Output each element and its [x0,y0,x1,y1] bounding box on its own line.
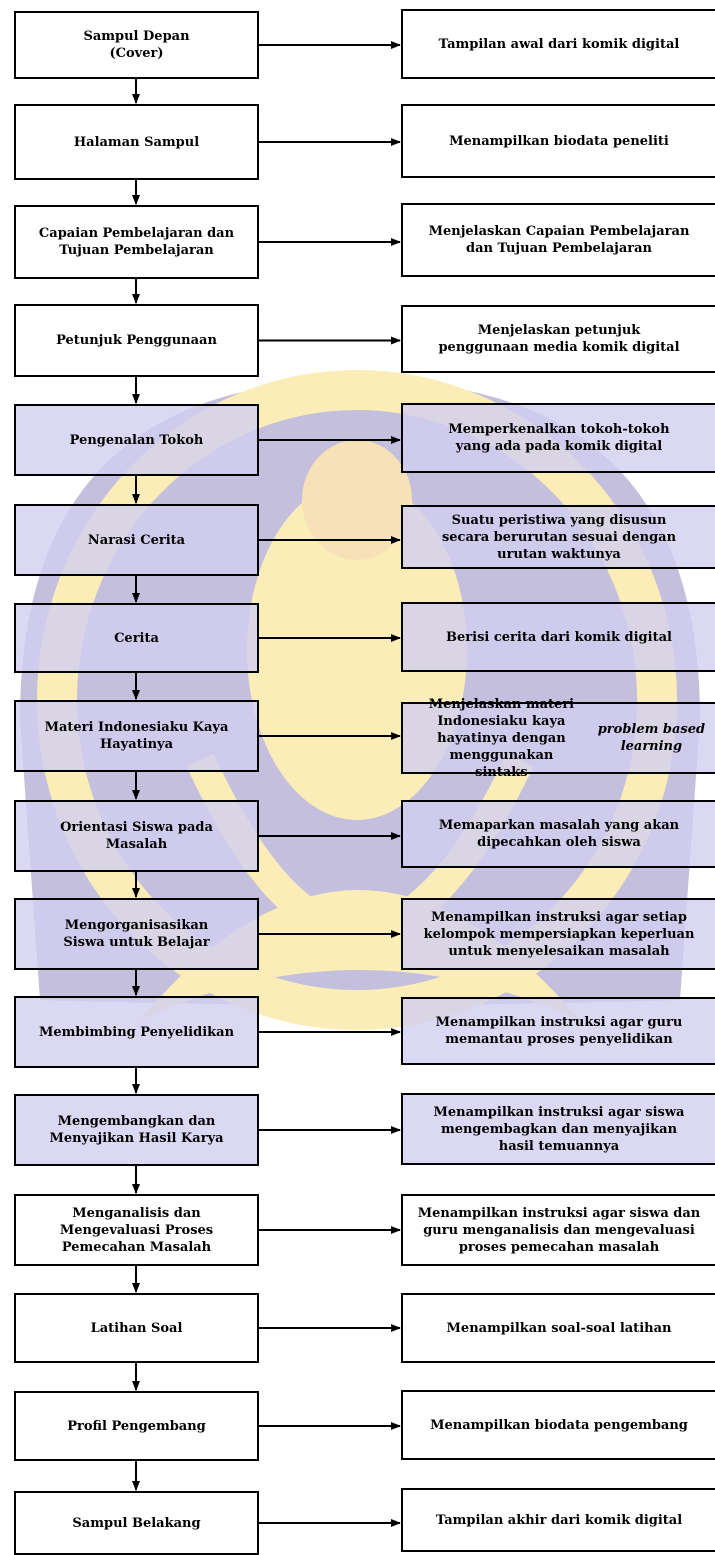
step-box: Capaian Pembelajaran dan Tujuan Pembelaj… [14,205,259,279]
step-box: Materi Indonesiaku Kaya Hayatinya [14,700,259,772]
step-description: Menampilkan biodata peneliti [449,133,669,149]
step-description-box: Menjelaskan materi Indonesiaku kaya haya… [401,697,715,780]
step-box: Pengenalan Tokoh [14,404,259,476]
step-box: Profil Pengembang [14,1391,259,1461]
step-description: Memperkenalkan tokoh-tokoh yang ada pada… [448,422,670,454]
step-description-box: Menampilkan soal-soal latihan [401,1293,715,1363]
step-description-box: Tampilan awal dari komik digital [401,9,715,79]
step-box: Menganalisis dan Mengevaluasi Proses Pem… [14,1194,259,1266]
step-description: Menampilkan instruksi agar siswa dan gur… [417,1205,701,1255]
step-description-box: Menampilkan instruksi agar guru memantau… [401,997,715,1065]
step-box: Halaman Sampul [14,104,259,180]
step-description: Menampilkan instruksi agar setiap kelomp… [423,909,695,959]
step-description: Menjelaskan Capaian Pembelajaran dan Tuj… [428,224,690,256]
step-description-box: Menjelaskan petunjuk penggunaan media ko… [401,305,715,373]
step-box: Latihan Soal [14,1293,259,1363]
step-description-box: Menampilkan instruksi agar siswa dan gur… [401,1194,715,1266]
step-description-emphasis: problem based learning [597,722,706,754]
step-description-box: Tampilan akhir dari komik digital [401,1488,715,1552]
step-box: Sampul Belakang [14,1491,259,1555]
step-description-box: Menampilkan instruksi agar siswa mengemb… [401,1093,715,1165]
step-description: Tampilan awal dari komik digital [438,36,680,52]
step-description: Menampilkan soal-soal latihan [446,1320,672,1336]
step-description-box: Menampilkan biodata peneliti [401,104,715,178]
step-box: Narasi Cerita [14,504,259,576]
step-description: Menjelaskan materi Indonesiaku kaya haya… [428,696,575,780]
step-description: Tampilan akhir dari komik digital [435,1512,683,1528]
step-box: Orientasi Siswa pada Masalah [14,800,259,872]
step-box: Mengorganisasikan Siswa untuk Belajar [14,898,259,970]
step-box: Petunjuk Penggunaan [14,304,259,377]
step-description: Memaparkan masalah yang akan dipecahkan … [438,818,680,850]
step-description-box: Memaparkan masalah yang akan dipecahkan … [401,800,715,868]
step-description-box: Menjelaskan Capaian Pembelajaran dan Tuj… [401,203,715,277]
step-description: Menampilkan instruksi agar siswa mengemb… [433,1104,685,1154]
step-description-box: Menampilkan instruksi agar setiap kelomp… [401,898,715,970]
step-description-box: Memperkenalkan tokoh-tokoh yang ada pada… [401,403,715,473]
step-description: Suatu peristiwa yang disusun secara beru… [441,512,677,562]
step-description: Berisi cerita dari komik digital [446,629,672,645]
step-box: Mengembangkan dan Menyajikan Hasil Karya [14,1094,259,1166]
step-box: Sampul Depan (Cover) [14,11,259,79]
step-description-box: Suatu peristiwa yang disusun secara beru… [401,505,715,569]
step-box: Membimbing Penyelidikan [14,996,259,1068]
step-description: Menampilkan biodata pengembang [430,1417,688,1433]
step-description: Menjelaskan petunjuk penggunaan media ko… [438,323,680,355]
step-box: Cerita [14,603,259,673]
step-description-box: Berisi cerita dari komik digital [401,602,715,672]
step-description-box: Menampilkan biodata pengembang [401,1390,715,1460]
step-description: Menampilkan instruksi agar guru memantau… [435,1015,683,1047]
